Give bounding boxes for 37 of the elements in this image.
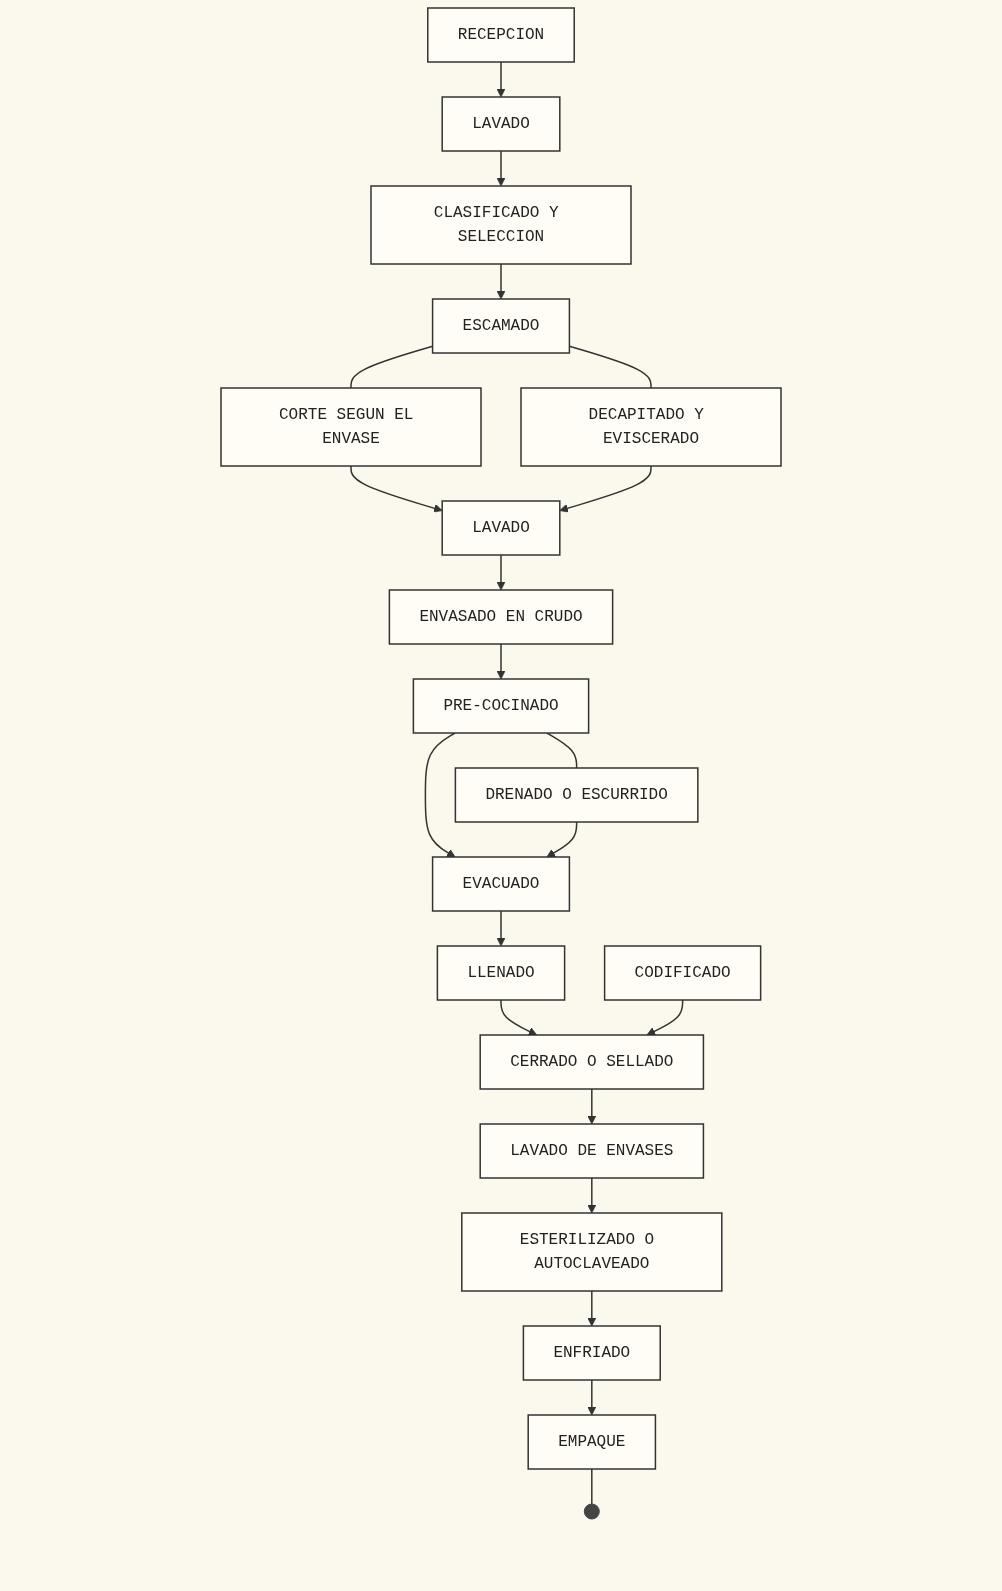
node-box: EMPAQUE <box>527 1414 657 1470</box>
node-box: ENFRIADO <box>522 1325 661 1381</box>
node-box: DECAPITADO Y EVISCERADO <box>520 387 782 467</box>
node-box: CERRADO O SELLADO <box>479 1034 705 1090</box>
arrow <box>546 821 578 858</box>
arrow <box>496 910 506 947</box>
node-box: LAVADO DE ENVASES <box>479 1123 705 1179</box>
arrow <box>424 732 456 858</box>
connector <box>546 732 578 769</box>
node-box: ESCAMADO <box>431 298 571 354</box>
connector <box>591 1468 593 1505</box>
node-box: PRE-COCINADO <box>412 678 590 734</box>
node-box: LAVADO <box>441 96 561 152</box>
arrow <box>587 1177 597 1214</box>
node-box: CODIFICADO <box>603 945 762 1001</box>
node-box: LAVADO <box>441 500 561 556</box>
arrow <box>500 999 538 1036</box>
arrow <box>496 554 506 591</box>
node-box: EVACUADO <box>431 856 571 912</box>
arrow <box>587 1379 597 1416</box>
node-box: CORTE SEGUN EL ENVASE <box>220 387 482 467</box>
arrow <box>559 465 652 513</box>
node-circle <box>583 1503 600 1520</box>
node-box: CLASIFICADO Y SELECCION <box>370 185 632 265</box>
arrow <box>646 999 684 1036</box>
arrow <box>496 643 506 680</box>
node-box: DRENADO O ESCURRIDO <box>454 767 699 823</box>
arrow <box>587 1088 597 1125</box>
node-box: ENVASADO EN CRUDO <box>388 589 614 645</box>
node-box: ESTERILIZADO O AUTOCLAVEADO <box>461 1212 723 1292</box>
arrow <box>587 1290 597 1327</box>
arrow <box>496 61 506 98</box>
node-box: LLENADO <box>436 945 566 1001</box>
arrow <box>496 150 506 187</box>
node-box: RECEPCION <box>427 7 575 63</box>
arrow <box>496 263 506 300</box>
arrow <box>350 465 443 513</box>
